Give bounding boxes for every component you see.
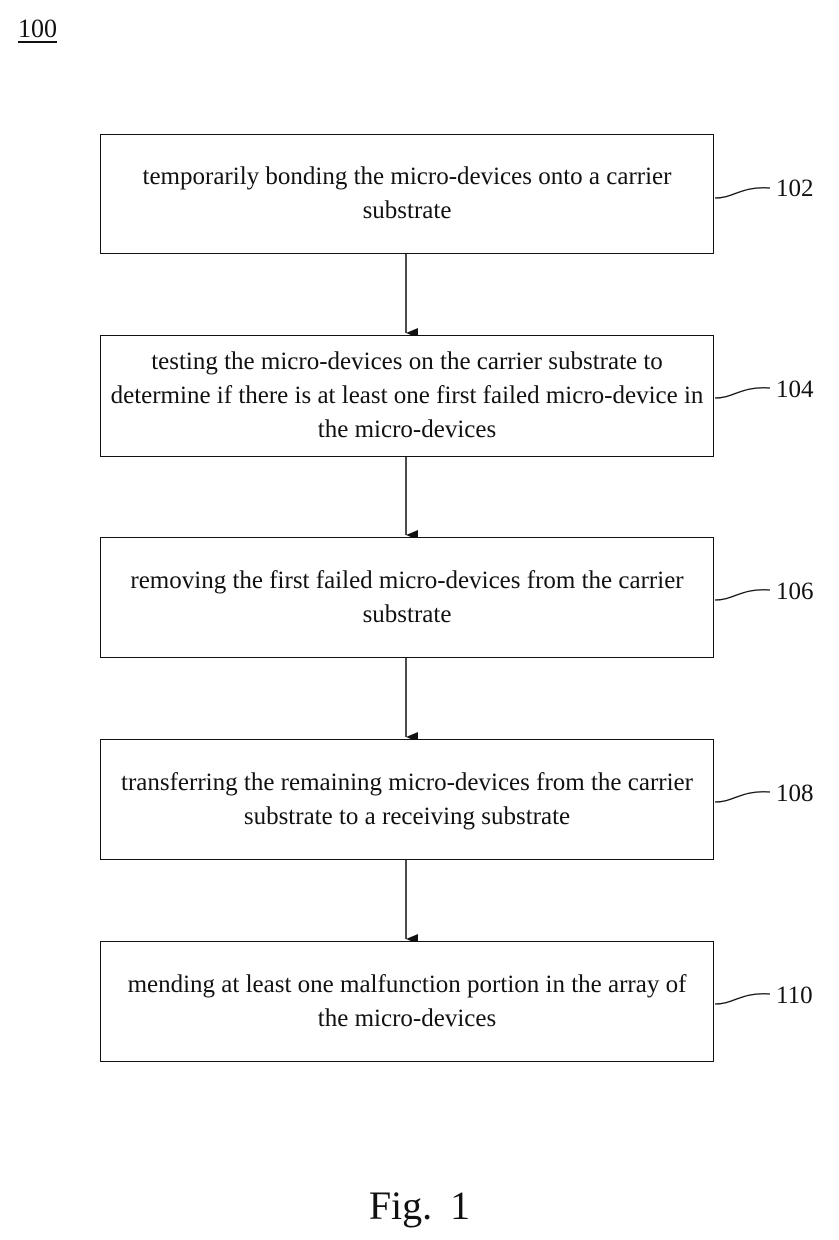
step-ref-106: 106 — [776, 578, 814, 606]
step-text-106: removing the first failed micro-devices … — [101, 564, 713, 632]
step-text-108: transferring the remaining micro-devices… — [101, 766, 713, 834]
step-box-104: testing the micro-devices on the carrier… — [100, 335, 714, 457]
leader-108 — [715, 792, 770, 802]
step-ref-108: 108 — [776, 780, 814, 808]
leader-106 — [715, 590, 770, 600]
step-box-108: transferring the remaining micro-devices… — [100, 739, 714, 860]
step-text-102: temporarily bonding the micro-devices on… — [101, 160, 713, 228]
step-box-106: removing the first failed micro-devices … — [100, 537, 714, 658]
step-ref-104: 104 — [776, 376, 814, 404]
figure-caption: Fig. 1 — [0, 1182, 839, 1229]
step-box-110: mending at least one malfunction portion… — [100, 941, 714, 1062]
step-ref-102: 102 — [776, 175, 814, 203]
leader-102 — [715, 188, 770, 198]
leader-110 — [715, 994, 770, 1004]
leader-104 — [715, 388, 770, 398]
step-ref-110: 110 — [776, 982, 813, 1010]
step-box-102: temporarily bonding the micro-devices on… — [100, 134, 714, 254]
step-text-110: mending at least one malfunction portion… — [101, 968, 713, 1036]
step-text-104: testing the micro-devices on the carrier… — [101, 345, 713, 447]
